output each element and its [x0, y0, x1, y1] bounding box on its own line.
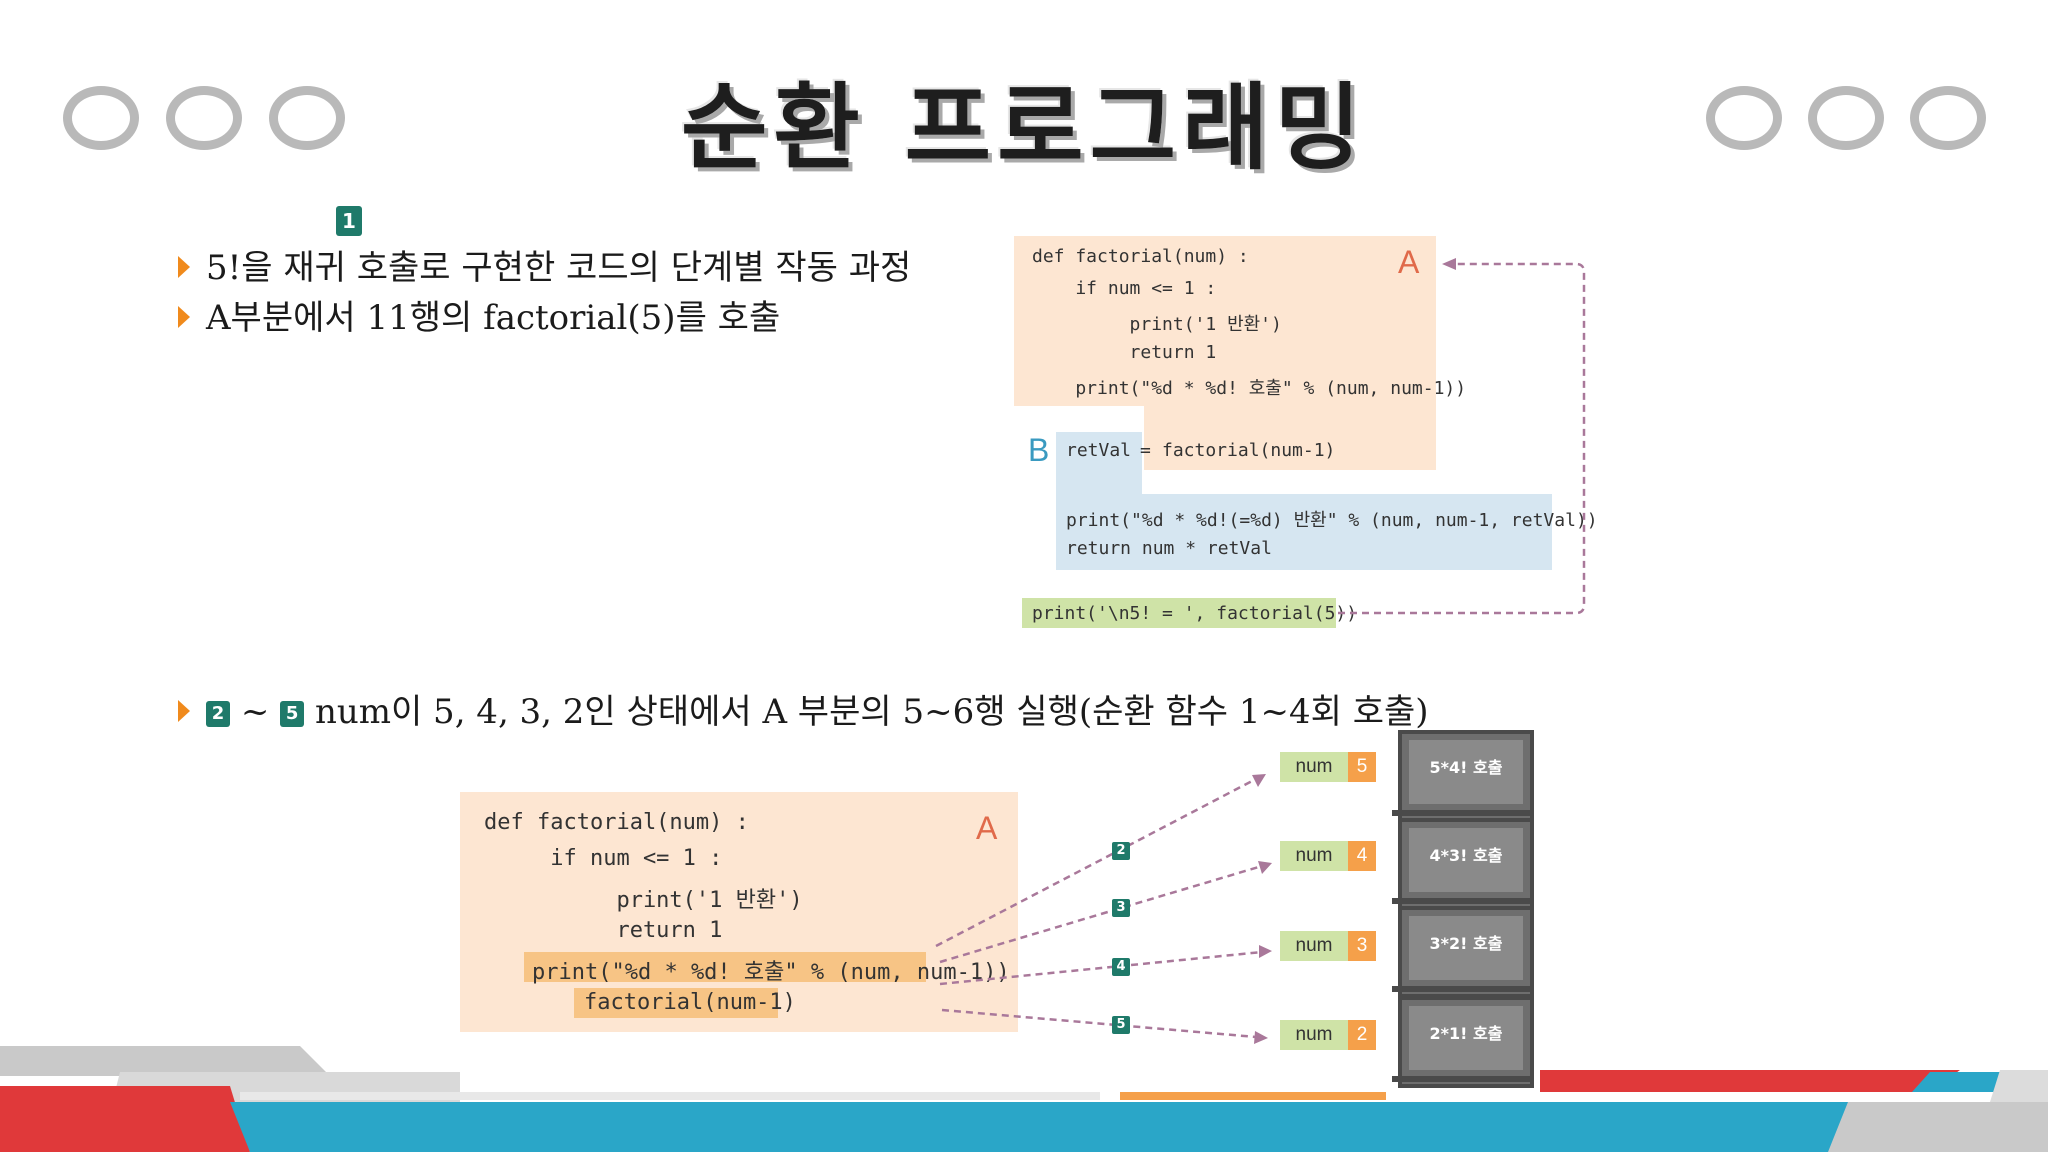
num-value: 4: [1348, 841, 1376, 871]
num-label: num: [1280, 752, 1348, 782]
num-value: 3: [1348, 931, 1376, 961]
monitor-icon: 4*3! 호출: [1398, 818, 1534, 910]
monitor-base: [1392, 986, 1532, 992]
step-badge-small: 4: [1112, 958, 1130, 976]
step-badge-small: 2: [1112, 842, 1130, 860]
monitor-base: [1392, 810, 1532, 816]
monitor-screen-text: 4*3! 호출: [1409, 828, 1523, 892]
monitor-icon: 3*2! 호출: [1398, 906, 1534, 998]
num-value: 5: [1348, 752, 1376, 782]
num-label: num: [1280, 841, 1348, 871]
footer-decoration: [0, 1030, 2048, 1152]
num-label: num: [1280, 931, 1348, 961]
monitor-screen-text: 5*4! 호출: [1409, 740, 1523, 804]
monitor-screen-text: 3*2! 호출: [1409, 916, 1523, 980]
monitor-base: [1392, 898, 1532, 904]
monitor-icon: 5*4! 호출: [1398, 730, 1534, 822]
step-badge-small: 3: [1112, 899, 1130, 917]
